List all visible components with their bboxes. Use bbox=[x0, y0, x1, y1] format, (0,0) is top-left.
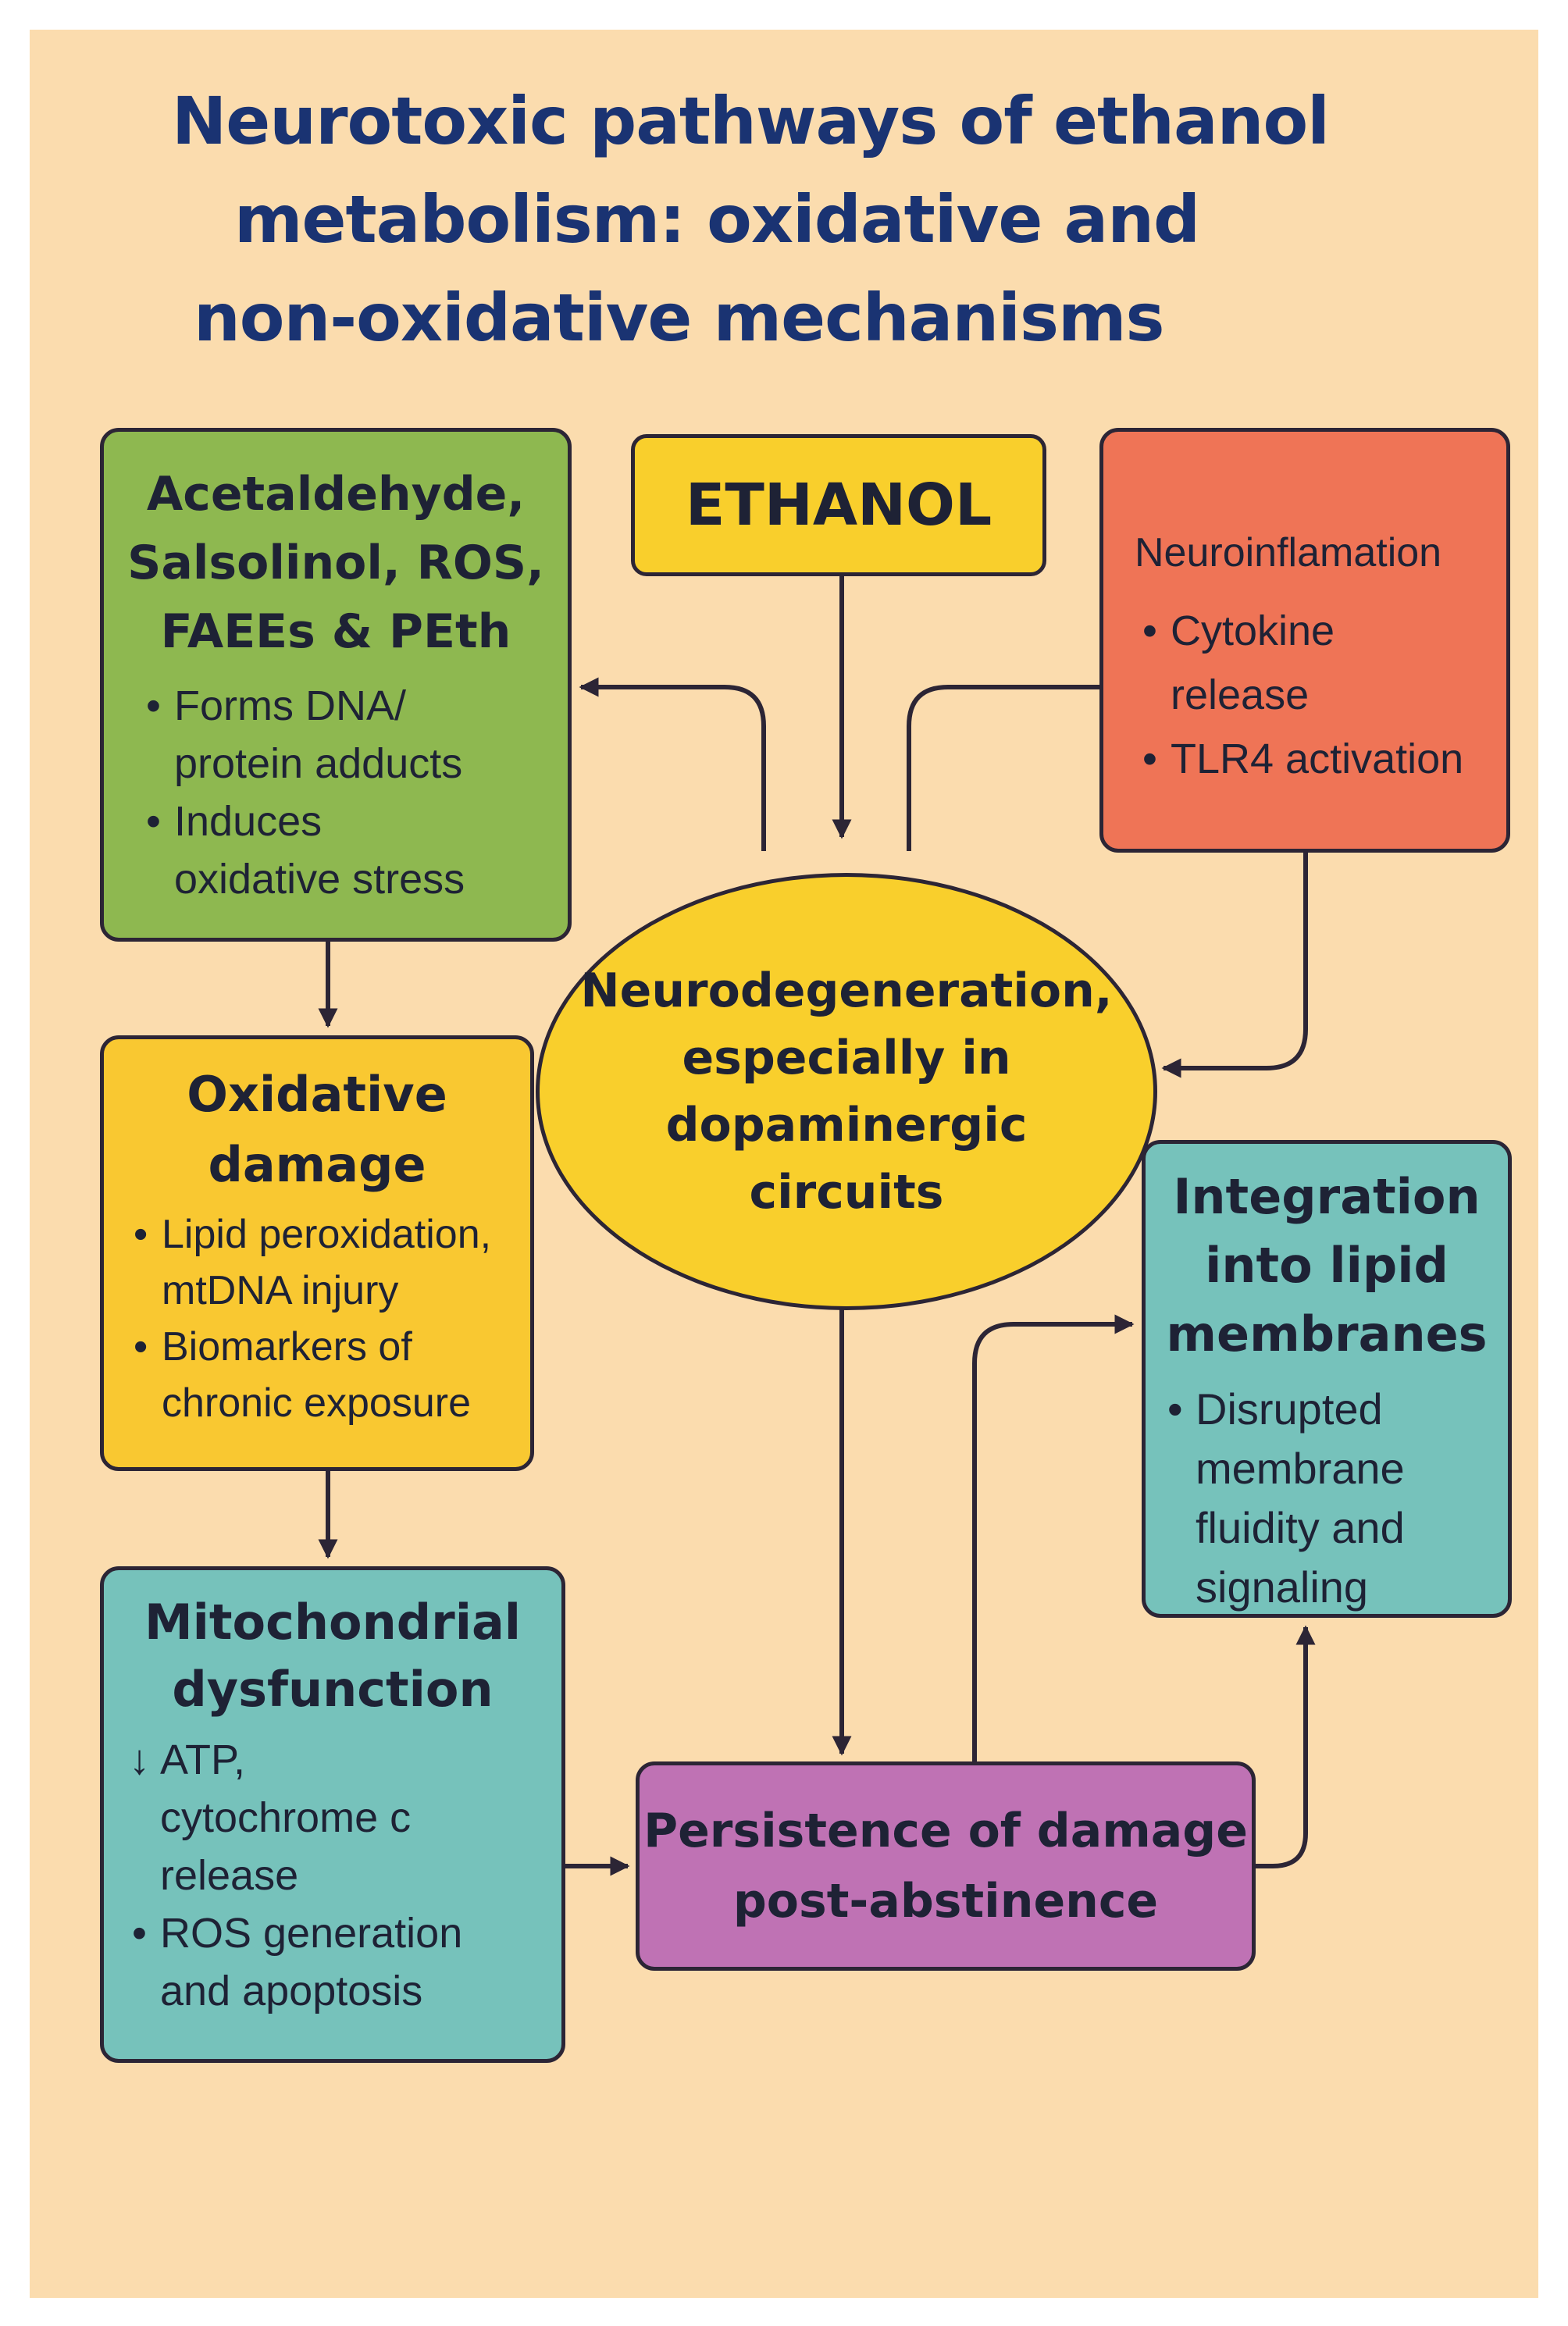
bullet-line: Cytokine bbox=[1171, 607, 1335, 654]
bullet-line: membrane bbox=[1196, 1444, 1405, 1493]
title-line: Oxidative bbox=[187, 1066, 447, 1123]
node-oxidative-damage-title: Oxidative damage bbox=[104, 1060, 530, 1200]
node-mitochondrial-bullets: ATP, cytochrome c release ROS generation… bbox=[124, 1731, 561, 2020]
bullet-item: Cytokine release bbox=[1135, 599, 1506, 727]
title-line: dysfunction bbox=[172, 1661, 494, 1718]
bullet-line: release bbox=[1171, 671, 1310, 718]
title-line: circuits bbox=[749, 1165, 944, 1220]
title-line: into lipid bbox=[1205, 1237, 1449, 1294]
bullet-item: Biomarkers of chronic exposure bbox=[126, 1319, 530, 1431]
node-neurodegeneration: Neurodegeneration, especially in dopamin… bbox=[536, 873, 1157, 1310]
node-neuroinflammation-title: Neuroinflamation bbox=[1135, 530, 1442, 575]
bullet-line: ATP, bbox=[160, 1736, 246, 1783]
title-line: membranes bbox=[1166, 1305, 1488, 1362]
title-line: especially in bbox=[682, 1031, 1011, 1085]
title-line: post-abstinence bbox=[732, 1874, 1159, 1929]
bullet-item: Disrupted membrane fluidity and signalin… bbox=[1160, 1380, 1508, 1617]
bullet-line: cytochrome c bbox=[160, 1794, 412, 1841]
arrow-persistence-to-lipid-membranes-lower bbox=[1256, 1625, 1316, 1868]
node-mitochondrial-dysfunction: Mitochondrial dysfunction ATP, cytochrom… bbox=[100, 1566, 565, 2063]
node-metabolites: Acetaldehyde, Salsolinol, ROS, FAEEs & P… bbox=[100, 428, 572, 942]
bullet-line: protein adducts bbox=[174, 740, 463, 787]
title-line-2: metabolism: oxidative and bbox=[234, 181, 1200, 258]
bullet-line: fluidity and bbox=[1196, 1503, 1405, 1552]
title-line: damage bbox=[208, 1136, 426, 1193]
bullet-item: TLR4 activation bbox=[1135, 727, 1506, 791]
title-line: Salsolinol, ROS, bbox=[127, 536, 544, 590]
title-line: Mitochondrial bbox=[144, 1594, 522, 1651]
node-lipid-membranes-bullets: Disrupted membrane fluidity and signalin… bbox=[1160, 1380, 1508, 1617]
bullet-item: Forms DNA/ protein adducts bbox=[138, 677, 568, 793]
bullet-line: Disrupted bbox=[1196, 1384, 1383, 1434]
bullet-line: Induces bbox=[174, 798, 323, 845]
title-line: FAEEs & PEth bbox=[160, 604, 511, 659]
node-oxidative-damage: Oxidative damage Lipid peroxidation, mtD… bbox=[100, 1035, 534, 1471]
node-oxidative-damage-bullets: Lipid peroxidation, mtDNA injury Biomark… bbox=[126, 1206, 530, 1431]
title-line-3: non-oxidative mechanisms bbox=[194, 280, 1164, 356]
bullet-line: signaling bbox=[1196, 1562, 1369, 1612]
bullet-line: Forms DNA/ bbox=[174, 682, 406, 729]
node-persistence: Persistence of damage post-abstinence bbox=[636, 1761, 1256, 1971]
node-persistence-title: Persistence of damage post-abstinence bbox=[643, 1796, 1248, 1936]
title-line-1: Neurotoxic pathways of ethanol bbox=[172, 83, 1330, 159]
node-ethanol-title: ETHANOL bbox=[685, 472, 992, 539]
bullet-item: ROS generation and apoptosis bbox=[124, 1904, 561, 2020]
bullet-item: Induces oxidative stress bbox=[138, 793, 568, 908]
title-line: Integration bbox=[1173, 1168, 1481, 1225]
node-lipid-membranes-title: Integration into lipid membranes bbox=[1146, 1163, 1508, 1369]
arrow-persistence-to-lipid-membranes-upper bbox=[972, 1314, 1135, 1761]
title-line: Acetaldehyde, bbox=[146, 467, 526, 522]
node-lipid-membranes: Integration into lipid membranes Disrupt… bbox=[1142, 1140, 1512, 1618]
title-line: Persistence of damage bbox=[643, 1804, 1248, 1858]
bullet-item: Lipid peroxidation, mtDNA injury bbox=[126, 1206, 530, 1319]
bullet-line: oxidative stress bbox=[174, 856, 465, 903]
node-neurodegeneration-title: Neurodegeneration, especially in dopamin… bbox=[580, 957, 1112, 1226]
node-metabolites-title: Acetaldehyde, Salsolinol, ROS, FAEEs & P… bbox=[104, 460, 568, 666]
bullet-line: Lipid peroxidation, bbox=[162, 1212, 492, 1257]
bullet-line: and apoptosis bbox=[160, 1968, 423, 2014]
node-neuroinflammation: Neuroinflamation Cytokine release TLR4 a… bbox=[1099, 428, 1510, 853]
bullet-line: mtDNA injury bbox=[162, 1268, 399, 1313]
node-mitochondrial-title: Mitochondrial dysfunction bbox=[104, 1589, 561, 1723]
node-neuroinflammation-bullets: Cytokine release TLR4 activation bbox=[1135, 599, 1506, 791]
bullet-line: ROS generation bbox=[160, 1910, 463, 1957]
bullet-item-decrease: ATP, cytochrome c release bbox=[124, 1731, 561, 1904]
arrow-neurodegeneration-to-metabolites bbox=[579, 677, 766, 851]
page-title: Neurotoxic pathways of ethanol metabolis… bbox=[172, 72, 1546, 367]
bullet-line: Biomarkers of bbox=[162, 1324, 412, 1370]
node-ethanol: ETHANOL bbox=[631, 434, 1046, 576]
title-line: dopaminergic bbox=[665, 1098, 1028, 1152]
line-neuroinflammation-branch bbox=[907, 685, 1099, 851]
title-line: Neurodegeneration, bbox=[580, 964, 1113, 1018]
bullet-line: release bbox=[160, 1852, 299, 1899]
node-metabolites-bullets: Forms DNA/ protein adducts Induces oxida… bbox=[138, 677, 568, 908]
arrow-neuroinflammation-to-neurodegeneration bbox=[1161, 853, 1308, 1078]
bullet-line: TLR4 activation bbox=[1171, 736, 1464, 782]
bullet-line: chronic exposure bbox=[162, 1380, 471, 1426]
